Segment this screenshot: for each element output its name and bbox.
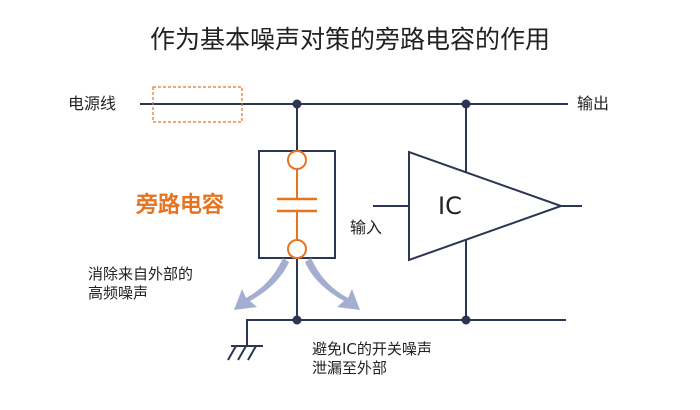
noise-arrow-left xyxy=(234,258,289,310)
ic-label: IC xyxy=(438,192,462,220)
external-noise-note-line1: 消除来自外部的 xyxy=(88,265,194,283)
noise-source-dashed-box xyxy=(152,86,243,123)
output-label: 输出 xyxy=(577,94,610,113)
external-noise-note: 消除来自外部的 高频噪声 xyxy=(88,265,193,303)
ground-symbol xyxy=(227,345,263,361)
external-noise-note-line2: 高频噪声 xyxy=(88,283,149,302)
ic-amplifier-triangle xyxy=(408,150,564,262)
capacitor-terminal-bottom xyxy=(287,239,307,259)
power-line-label: 电源线 xyxy=(68,94,117,113)
switching-noise-note-line1: 避免IC的开关噪声 xyxy=(312,340,432,358)
junction-dot xyxy=(461,315,471,325)
bypass-capacitor-label: 旁路电容 xyxy=(136,193,225,218)
diagram-title: 作为基本噪声对策的旁路电容的作用 xyxy=(149,25,550,54)
junction-dot xyxy=(292,99,302,109)
switching-noise-note: 避免IC的开关噪声 泄漏至外部 xyxy=(312,340,432,378)
switching-noise-note-line2: 泄漏至外部 xyxy=(312,358,388,377)
junction-dot xyxy=(292,315,302,325)
input-label: 输入 xyxy=(350,218,383,237)
noise-arrow-right xyxy=(305,258,360,310)
junction-dot xyxy=(461,99,471,109)
capacitor-terminal-top xyxy=(287,150,307,170)
